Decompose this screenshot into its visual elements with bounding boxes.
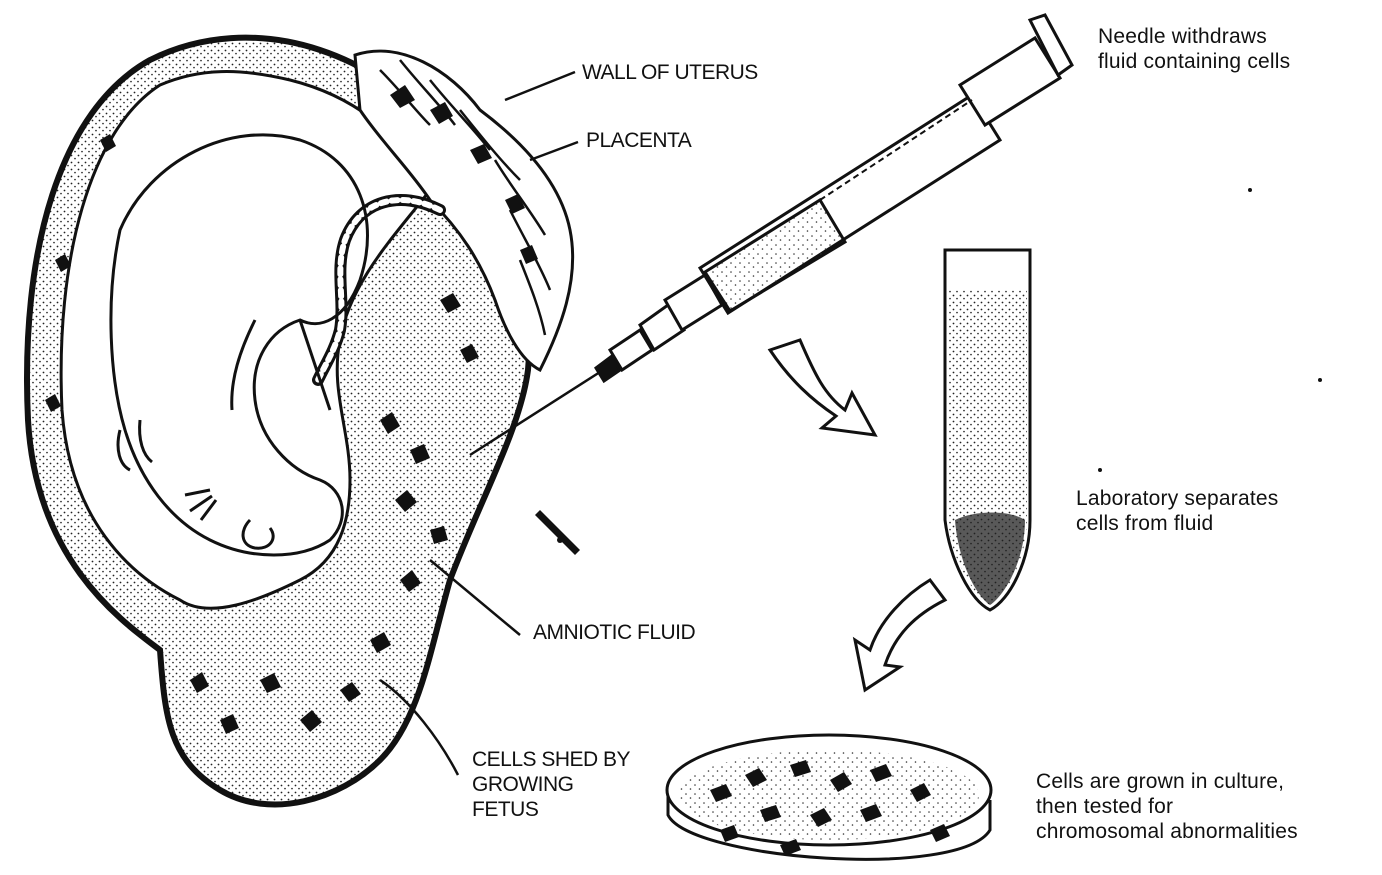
process-arrows: [770, 340, 945, 690]
petri-dish: [667, 735, 991, 859]
label-wall-of-uterus: WALL OF UTERUS: [582, 60, 758, 85]
note-culture-line-3: chromosomal abnormalities: [1036, 819, 1298, 844]
note-needle-line-1: Needle withdraws: [1098, 24, 1290, 49]
arrow-to-tube: [770, 340, 875, 435]
note-culture: Cells are grown in culture, then tested …: [1036, 769, 1298, 845]
arrow-to-dish: [855, 580, 945, 690]
leader-placenta: [530, 142, 578, 160]
label-amniotic-fluid: AMNIOTIC FLUID: [533, 620, 695, 645]
note-laboratory: Laboratory separates cells from fluid: [1076, 486, 1278, 536]
label-cells-shed-line-1: CELLS SHED BY: [472, 747, 630, 772]
note-laboratory-line-1: Laboratory separates: [1076, 486, 1278, 511]
note-needle-line-2: fluid containing cells: [1098, 49, 1290, 74]
label-cells-shed-line-2: GROWING: [472, 772, 630, 797]
label-cells-shed: CELLS SHED BY GROWING FETUS: [472, 747, 630, 823]
note-laboratory-line-2: cells from fluid: [1076, 511, 1278, 536]
test-tube: [945, 250, 1030, 610]
label-placenta: PLACENTA: [586, 128, 691, 153]
leader-wall: [505, 72, 575, 100]
note-culture-line-1: Cells are grown in culture,: [1036, 769, 1298, 794]
note-needle: Needle withdraws fluid containing cells: [1098, 24, 1290, 74]
label-cells-shed-line-3: FETUS: [472, 797, 630, 822]
note-culture-line-2: then tested for: [1036, 794, 1298, 819]
